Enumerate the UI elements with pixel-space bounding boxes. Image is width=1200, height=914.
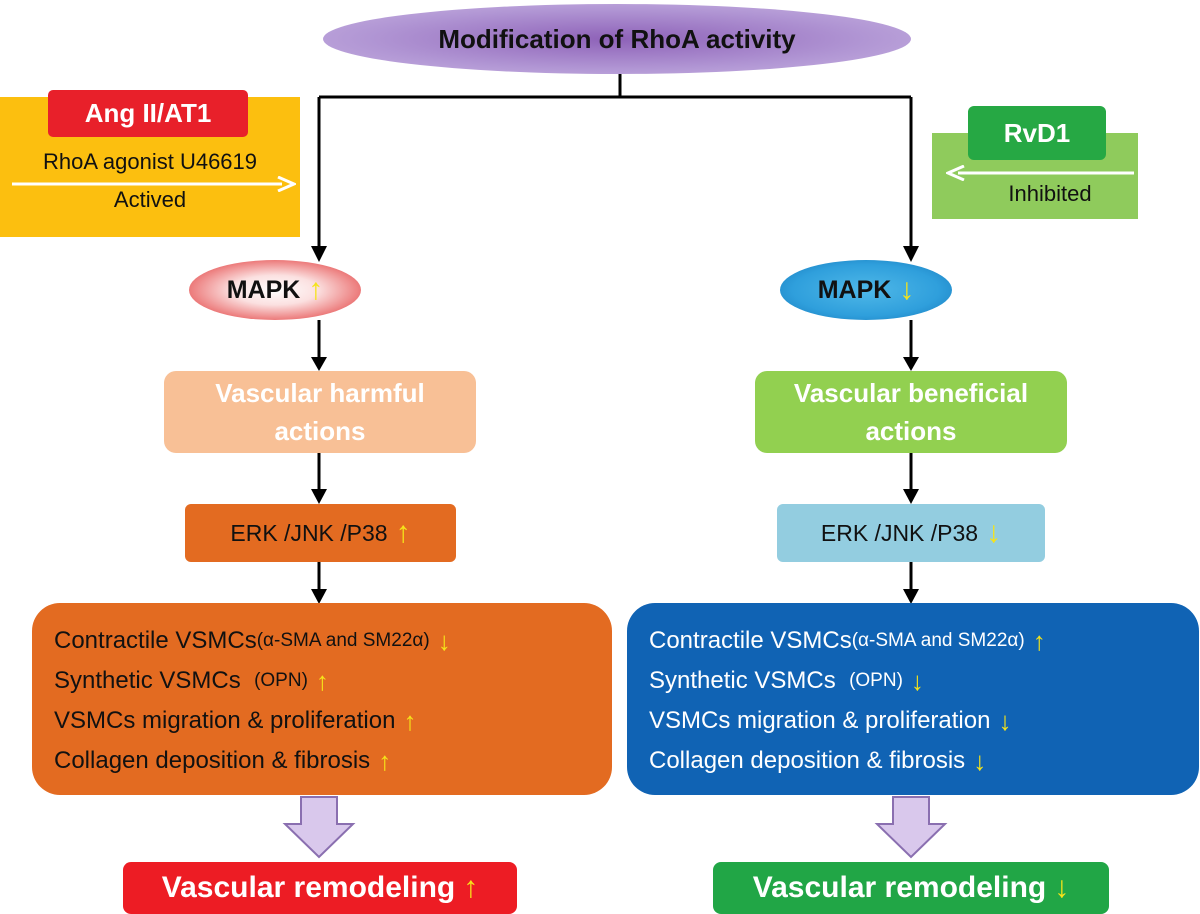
arrow-up-icon: ↑	[395, 516, 411, 549]
inhibitor-tag-text: RvD1	[1003, 117, 1071, 148]
arrow-down-icon: ↓	[998, 706, 1012, 736]
right-erk-arrowhead	[903, 489, 919, 504]
harmful-actions-box: Vascular harmful actions	[164, 371, 476, 453]
arrow-down-icon: ↓	[910, 666, 924, 696]
arrow-up-icon: ↑	[403, 706, 417, 736]
mapk-left-label: MAPK	[226, 275, 301, 304]
left-action-arrowhead	[311, 357, 327, 371]
beneficial-actions-line2: actions	[865, 416, 957, 446]
left-block-arrow	[282, 796, 356, 859]
effect-main-text: Collagen deposition & fibrosis	[649, 747, 966, 774]
left-effects-arrowhead	[311, 589, 327, 604]
arrow-down-icon: ↓	[973, 746, 987, 776]
arrow-up-icon: ↑	[315, 666, 329, 696]
harmful-actions-line1: Vascular harmful	[215, 378, 425, 408]
title-ellipse: Modification of RhoA activity	[323, 4, 911, 74]
outcome-right-box: Vascular remodeling ↓	[713, 862, 1109, 914]
right-action-arrowhead	[903, 357, 919, 371]
outcome-left-box: Vascular remodeling ↑	[123, 862, 517, 914]
mapk-right-node: MAPK ↓	[780, 260, 952, 320]
inhibitor-panel: Inhibited	[932, 133, 1138, 219]
inhibition-arrow-icon	[946, 165, 1134, 181]
effect-sub-text: (α-SMA and SM22α)	[851, 630, 1025, 651]
harmful-actions-line2: actions	[274, 416, 366, 446]
arrow-down-icon: ↓	[986, 516, 1002, 549]
outcome-left-label: Vascular remodeling	[161, 871, 456, 904]
erk-left-box: ERK /JNK /P38 ↑	[185, 504, 456, 562]
erk-right-box: ERK /JNK /P38 ↓	[777, 504, 1045, 562]
activator-tag: Ang II/AT1	[48, 90, 248, 137]
arrow-up-icon: ↑	[378, 746, 392, 776]
inhibited-label: Inhibited	[1008, 181, 1092, 206]
effect-main-text: VSMCs migration & proliferation	[54, 707, 396, 734]
activator-tag-text: Ang II/AT1	[84, 98, 212, 128]
effect-main-text: Contractile VSMCs	[649, 627, 852, 654]
beneficial-actions-line1: Vascular beneficial	[793, 378, 1029, 408]
erk-left-label: ERK /JNK /P38	[230, 519, 388, 546]
arrow-down-icon: ↓	[1054, 871, 1070, 904]
effect-item: Collagen deposition & fibrosis ↓	[649, 741, 1199, 781]
effect-sub-text: (OPN)	[254, 670, 308, 691]
mapk-right-label: MAPK	[817, 275, 892, 304]
right-mapk-arrowhead	[903, 246, 919, 262]
effect-item: VSMCs migration & proliferation ↑	[54, 701, 612, 741]
effect-main-text: Synthetic VSMCs	[649, 667, 850, 694]
arrow-down-icon: ↓	[437, 626, 451, 656]
inhibitor-tag: RvD1	[968, 106, 1106, 160]
beneficial-actions-box: Vascular beneficial actions	[755, 371, 1067, 453]
effect-main-text: Contractile VSMCs	[54, 627, 257, 654]
activation-arrow-icon	[12, 176, 296, 192]
effect-sub-text: (OPN)	[849, 670, 903, 691]
outcome-right-label: Vascular remodeling	[752, 871, 1047, 904]
right-block-arrow	[874, 796, 948, 859]
effect-item: VSMCs migration & proliferation ↓	[649, 701, 1199, 741]
title-text: Modification of RhoA activity	[438, 23, 796, 54]
mapk-left-node: MAPK ↑	[189, 260, 361, 320]
effect-sub-text: (α-SMA and SM22α)	[256, 630, 430, 651]
effect-item: Collagen deposition & fibrosis ↑	[54, 741, 612, 781]
effect-item: Contractile VSMCs (α-SMA and SM22α) ↑	[649, 621, 1199, 661]
arrow-up-icon: ↑	[1032, 626, 1046, 656]
arrow-up-icon: ↑	[308, 273, 324, 306]
effect-main-text: Collagen deposition & fibrosis	[54, 747, 371, 774]
effect-item: Synthetic VSMCs (OPN) ↓	[649, 661, 1199, 701]
erk-right-label: ERK /JNK /P38	[820, 519, 979, 546]
effect-item: Contractile VSMCs (α-SMA and SM22α) ↓	[54, 621, 612, 661]
effect-main-text: VSMCs migration & proliferation	[649, 707, 991, 734]
actived-label: Actived	[113, 187, 187, 212]
left-erk-arrowhead	[311, 489, 327, 504]
right-effects-arrowhead	[903, 589, 919, 604]
beneficial-effects-box: Contractile VSMCs (α-SMA and SM22α) ↑ Sy…	[627, 603, 1199, 795]
agonist-text: RhoA agonist U46619	[42, 149, 258, 174]
effect-main-text: Synthetic VSMCs	[54, 667, 255, 694]
harmful-effects-box: Contractile VSMCs (α-SMA and SM22α) ↓ Sy…	[32, 603, 612, 795]
effect-item: Synthetic VSMCs (OPN) ↑	[54, 661, 612, 701]
left-mapk-arrowhead	[311, 246, 327, 262]
arrow-down-icon: ↓	[899, 273, 915, 306]
arrow-up-icon: ↑	[463, 871, 479, 904]
